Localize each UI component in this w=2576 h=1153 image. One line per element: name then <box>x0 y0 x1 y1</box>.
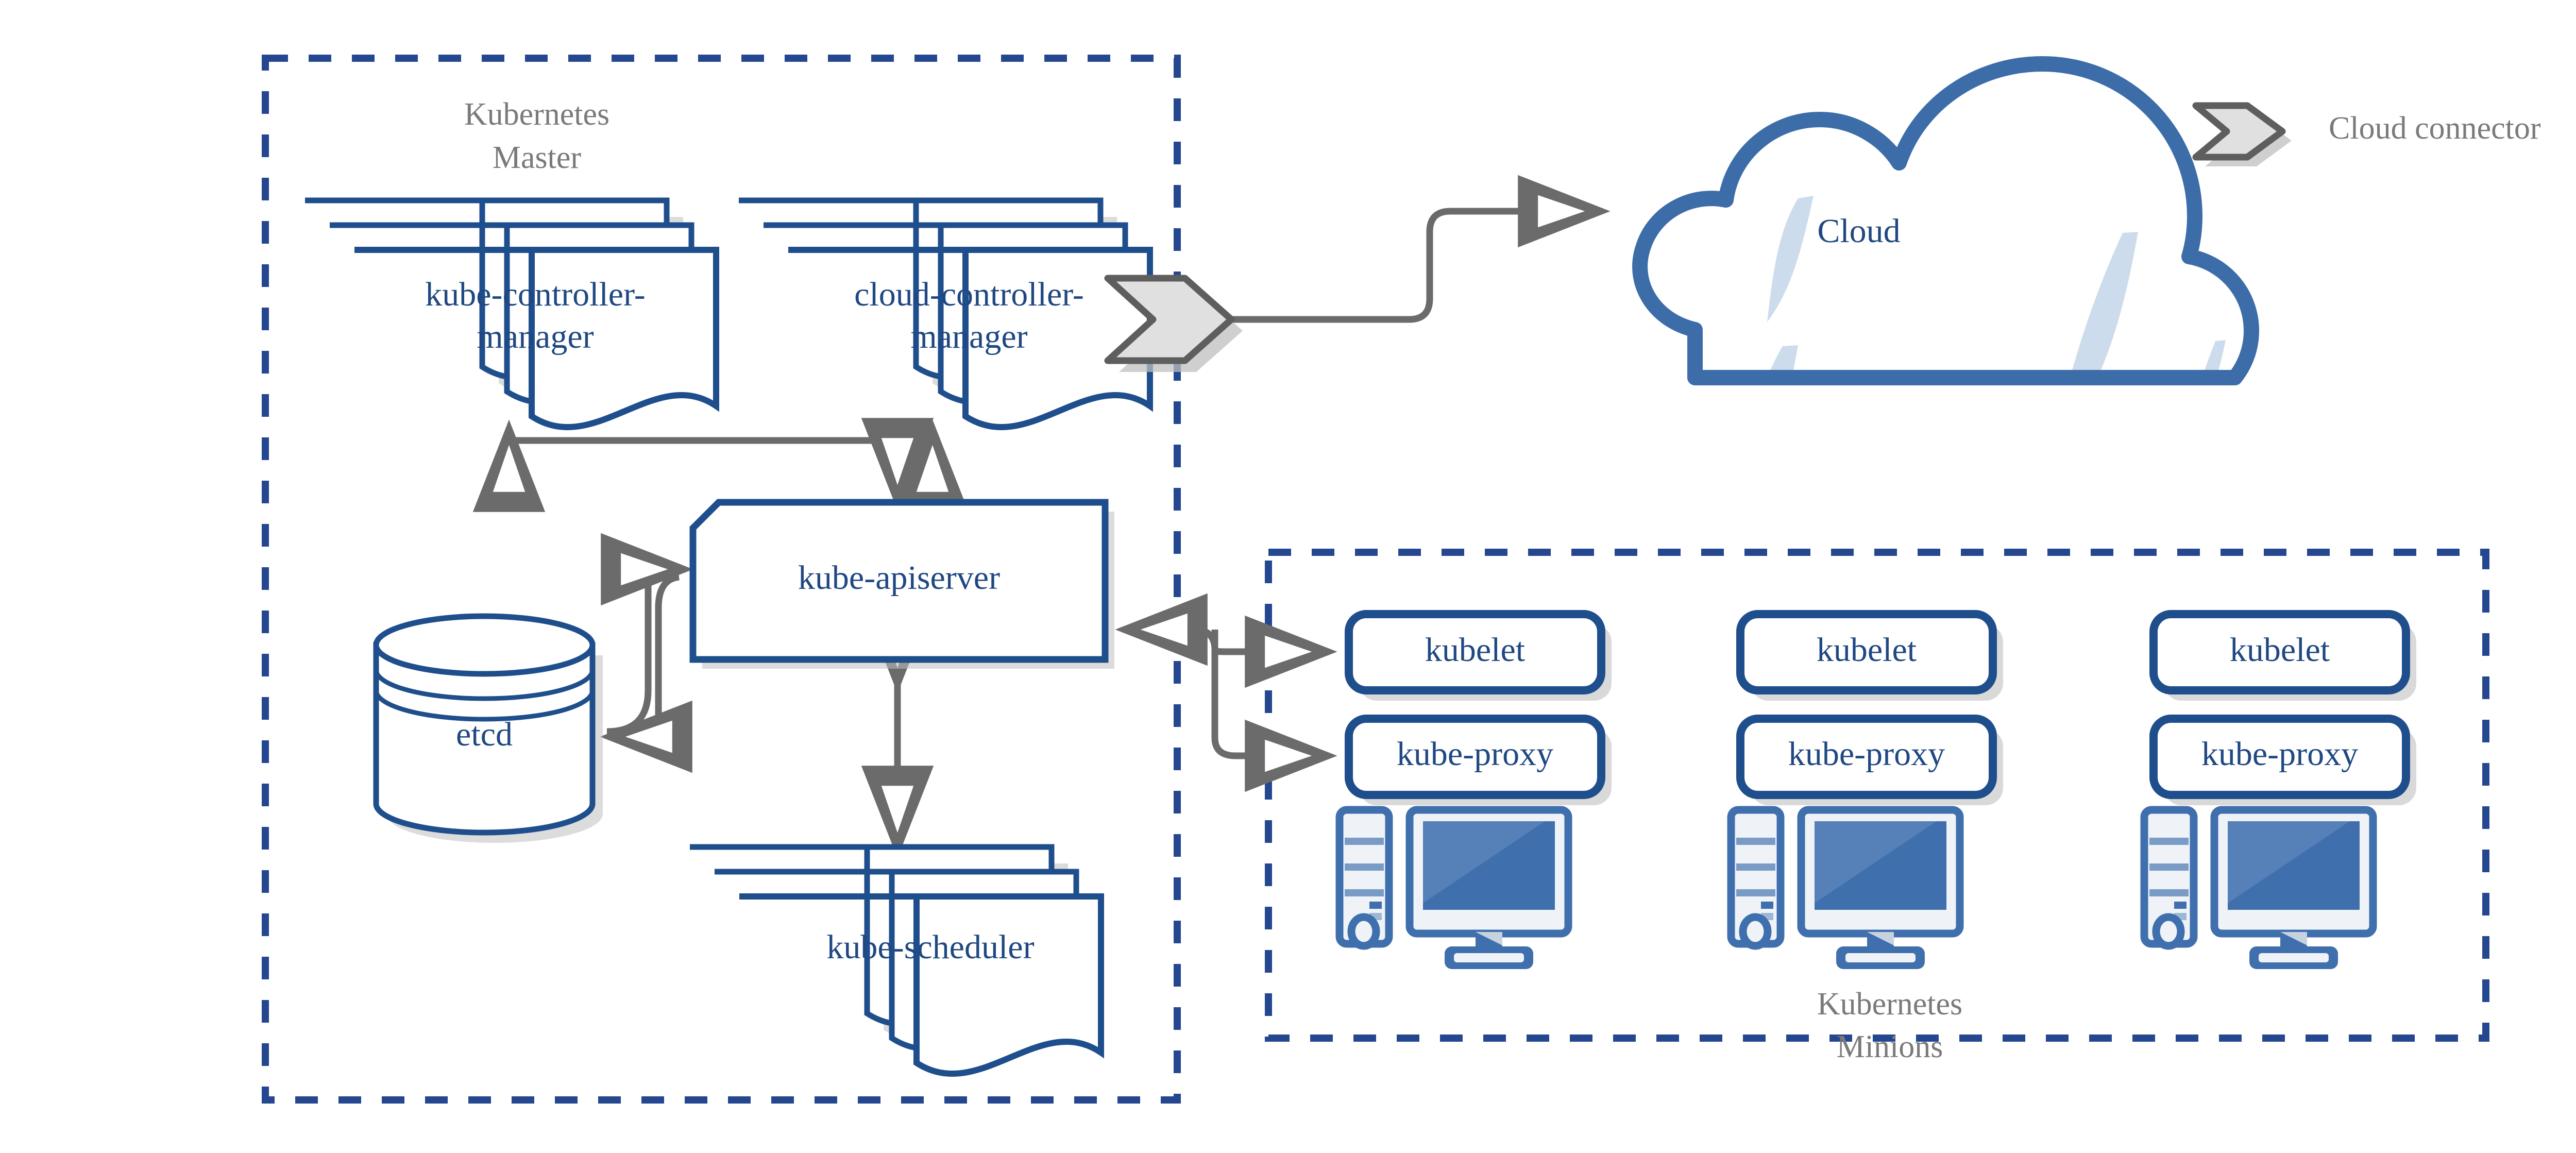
node-kube-controller-manager[interactable]: kube-controller- manager <box>305 197 719 430</box>
node-label-kubelet-2: kubelet <box>1817 631 1917 669</box>
node-kubelet-3[interactable]: kubelet <box>2149 610 2416 701</box>
connector-lines <box>472 175 1611 858</box>
master-group-label-line2: Master <box>493 140 582 175</box>
node-label-kubelet-3: kubelet <box>2230 631 2330 669</box>
minions-group-container <box>1265 549 2489 1042</box>
node-kube-scheduler[interactable]: kube-scheduler <box>690 844 1104 1077</box>
master-group-container <box>262 55 1181 1104</box>
node-label-etcd: etcd <box>456 716 513 753</box>
node-kube-proxy-1[interactable]: kube-proxy <box>1345 715 1612 805</box>
node-cloud[interactable]: Cloud <box>1632 13 2259 487</box>
minions-group-label: Kubernetes Minions <box>1817 987 1962 1064</box>
node-label-kube-proxy-2: kube-proxy <box>1788 735 1945 773</box>
minion-column-3: kubelet kube-proxy <box>2140 610 2416 969</box>
node-label-kube-proxy-1: kube-proxy <box>1397 735 1553 773</box>
computer-icon-2 <box>1727 806 1964 969</box>
minions-group-label-line2: Minions <box>1837 1029 1943 1064</box>
node-kube-proxy-2[interactable]: kube-proxy <box>1736 715 2003 805</box>
node-label-cloud-controller-manager-line1: cloud-controller- <box>854 276 1084 313</box>
cloud-connector-icon-inline <box>1104 275 1243 372</box>
minion-column-2: kubelet kube-proxy <box>1727 610 2003 969</box>
edge-trunk-split-down <box>1211 630 1337 792</box>
node-label-kubelet-1: kubelet <box>1425 631 1525 669</box>
edge-apiserver-to-etcd <box>600 573 692 773</box>
node-label-cloud-controller-manager-line2: manager <box>910 318 1027 355</box>
cloud-shading <box>1736 196 2226 378</box>
legend-label-cloud-connector: Cloud connector <box>2329 111 2541 146</box>
node-label-kube-proxy-3: kube-proxy <box>2201 735 2358 773</box>
node-label-kube-apiserver: kube-apiserver <box>798 559 1000 597</box>
node-kubelet-2[interactable]: kubelet <box>1736 610 2003 701</box>
node-label-kube-controller-manager-line1: kube-controller- <box>425 276 646 313</box>
edge-apiserver-to-cloud-controller-manager <box>894 419 969 512</box>
master-group-label: Kubernetes Master <box>464 97 609 175</box>
node-kube-apiserver[interactable]: kube-apiserver <box>689 499 1114 669</box>
minion-column-1: kubelet kube-proxy <box>1335 610 1612 969</box>
computer-icon-1 <box>1335 806 1572 969</box>
master-group-label-line1: Kubernetes <box>464 97 609 132</box>
computer-icon-3 <box>2140 806 2377 969</box>
legend: Cloud connector <box>2192 102 2541 166</box>
node-label-kube-scheduler: kube-scheduler <box>826 928 1034 966</box>
node-kubelet-1[interactable]: kubelet <box>1345 610 1612 701</box>
node-cloud-controller-manager[interactable]: cloud-controller- manager <box>739 197 1153 430</box>
node-label-cloud: Cloud <box>1817 212 1900 250</box>
cloud-connector-icon <box>2192 102 2292 166</box>
edge-cloud-controller-manager-to-cloud <box>1216 175 1611 323</box>
node-kube-proxy-3[interactable]: kube-proxy <box>2149 715 2416 805</box>
minions-group-label-line1: Kubernetes <box>1817 987 1962 1022</box>
node-label-kube-controller-manager-line2: manager <box>477 318 594 355</box>
node-etcd[interactable]: etcd <box>373 613 603 843</box>
edge-apiserver-to-kube-controller-manager <box>472 419 901 512</box>
edge-etcd-to-apiserver <box>601 533 693 735</box>
